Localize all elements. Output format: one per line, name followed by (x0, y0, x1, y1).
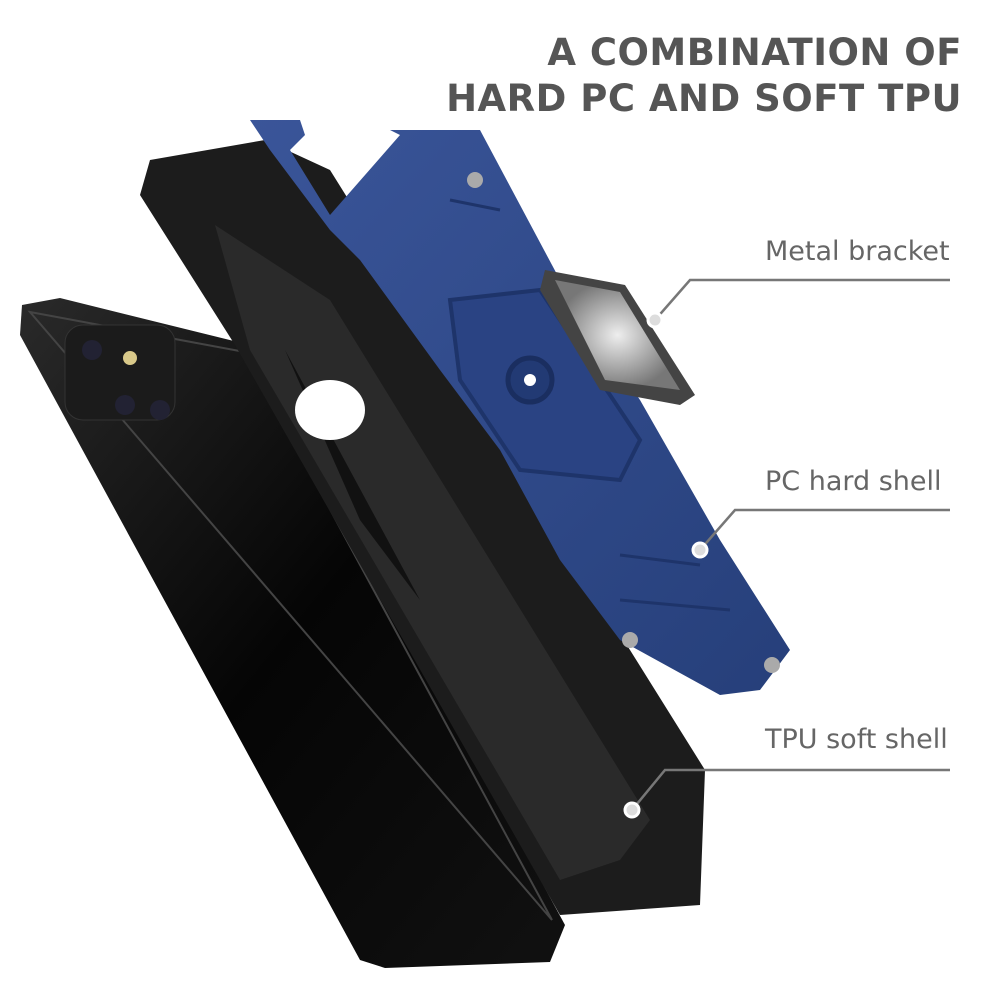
callout-tpu-soft-shell: TPU soft shell (765, 724, 948, 755)
phone (20, 298, 565, 968)
metal-bracket (540, 270, 695, 405)
callout-dots (623, 311, 709, 819)
callout-pc-hard-shell: PC hard shell (765, 466, 942, 497)
headline-line-1: A COMBINATION OF (547, 31, 962, 74)
tpu-soft-shell (140, 140, 705, 915)
headline: A COMBINATION OF HARD PC AND SOFT TPU (446, 30, 962, 122)
pc-hard-shell (250, 120, 790, 695)
callout-lines (631, 278, 950, 811)
callout-metal-bracket: Metal bracket (765, 236, 950, 267)
camera-module-icon (64, 324, 176, 421)
headline-line-2: HARD PC AND SOFT TPU (446, 77, 962, 120)
